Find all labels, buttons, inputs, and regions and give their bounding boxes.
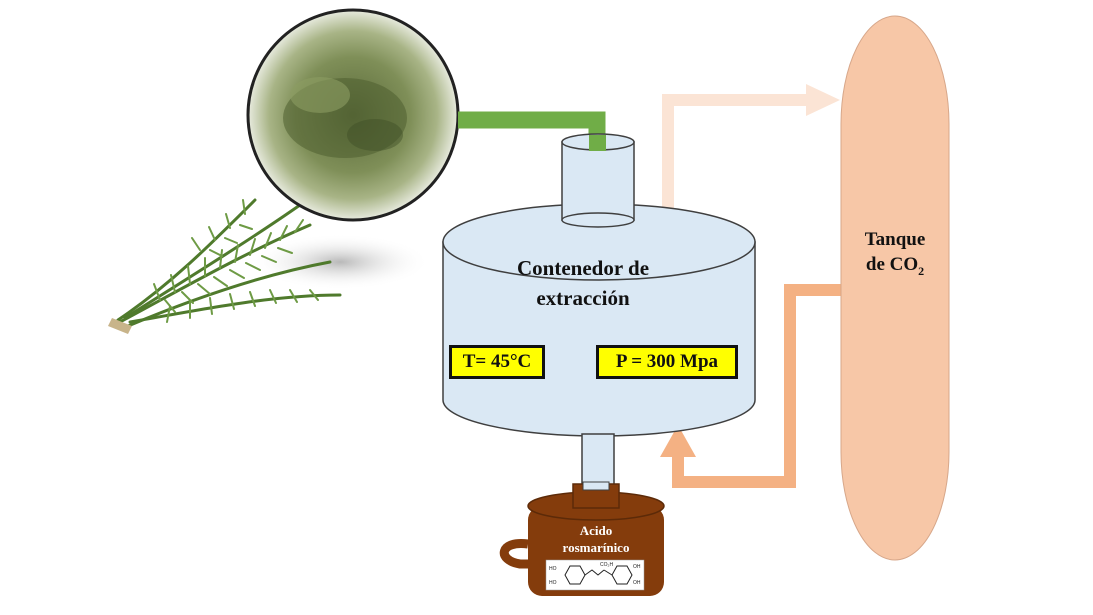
co2-outflow-arrow <box>662 84 840 210</box>
tank-label-subscript: 2 <box>918 263 925 278</box>
pressure-value: P = 300 Mpa <box>615 351 719 372</box>
svg-text:HO: HO <box>549 580 557 586</box>
container-title: Contenedor de extracción <box>485 253 681 313</box>
rosemary-sprig-image <box>108 198 430 334</box>
svg-text:OH: OH <box>633 580 641 586</box>
co2-tank <box>840 15 950 561</box>
tank-label-co: de CO <box>865 254 919 275</box>
container-title-line2: extracción <box>536 286 630 310</box>
tank-label-line1: Tanque <box>864 229 926 250</box>
rosemary-powder-image <box>246 8 460 222</box>
svg-text:CO₂H: CO₂H <box>600 562 613 568</box>
pressure-badge: P = 300 Mpa <box>596 345 738 379</box>
collector-label-line2: rosmarínico <box>562 540 630 555</box>
co2-return-arrow <box>660 284 844 488</box>
temperature-value: T= 45°C <box>462 351 532 372</box>
container-title-line1: Contenedor de <box>516 256 650 280</box>
svg-text:OH: OH <box>633 564 641 570</box>
extraction-container <box>442 133 756 495</box>
tank-label: Tanque de CO2 <box>851 227 939 284</box>
tank-label-line2: de CO2 <box>851 252 939 284</box>
svg-text:HO: HO <box>549 566 557 572</box>
rosmarinic-acid-structure: HO HO CO₂H OH OH <box>545 559 645 591</box>
collector-label-line1: Acido <box>579 523 613 538</box>
temperature-badge: T= 45°C <box>449 345 545 379</box>
collector-label: Acido rosmarínico <box>536 522 656 556</box>
